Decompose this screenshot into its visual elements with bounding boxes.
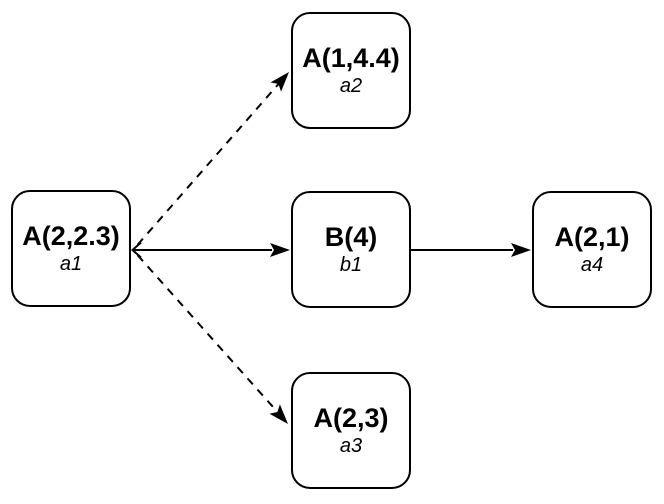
edge-a1-a3 [132,249,288,424]
node-label: A(1,4.4) [302,43,400,74]
node-label: B(4) [324,222,378,253]
node-sublabel: a2 [339,74,363,97]
node-a4: A(2,1) a4 [532,191,652,308]
node-label: A(2,3) [313,403,389,434]
arrowhead-into-a2 [270,72,289,92]
node-a2: A(1,4.4) a2 [291,12,411,129]
node-sublabel: a1 [59,252,83,275]
arrowhead-into-a4 [511,243,531,257]
edge-a1-b1 [130,241,290,259]
edge-b1-a4 [411,243,531,257]
node-sublabel: a4 [580,253,604,276]
node-label: A(2,2.3) [22,221,120,252]
node-label: A(2,1) [554,222,630,253]
node-sublabel: a3 [339,434,363,457]
edge-a1-a2 [132,72,289,251]
arrowhead-into-a3 [269,404,288,424]
node-b1: B(4) b1 [291,191,411,308]
node-a1: A(2,2.3) a1 [11,190,131,307]
arrowhead-into-b1 [270,243,290,257]
node-sublabel: b1 [339,253,363,276]
node-a3: A(2,3) a3 [291,372,411,489]
